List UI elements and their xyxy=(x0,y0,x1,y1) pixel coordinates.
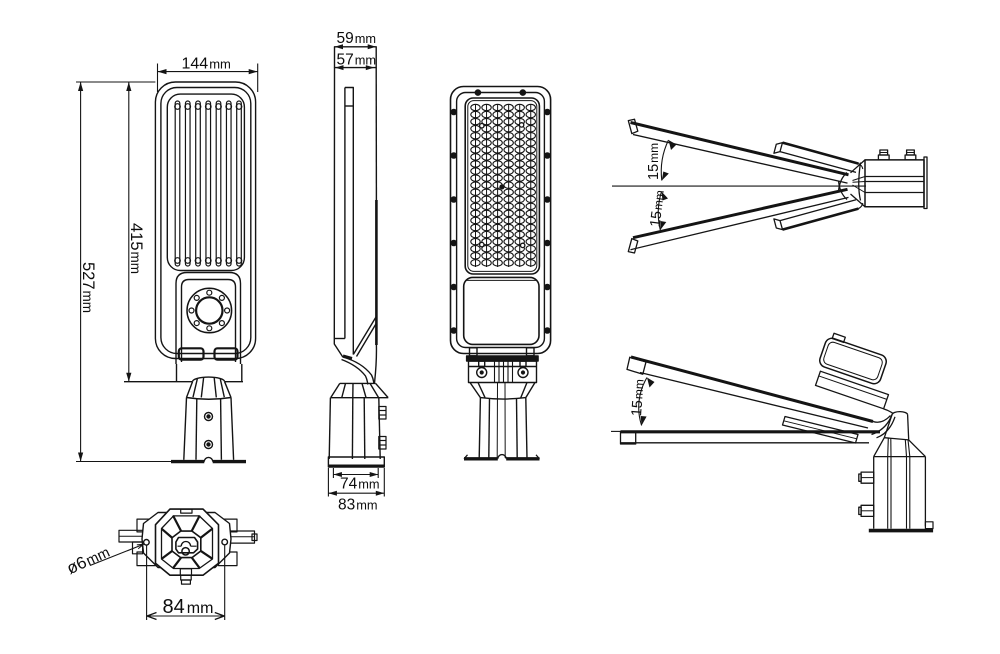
svg-text:74mm: 74mm xyxy=(340,476,380,493)
svg-text:57mm: 57mm xyxy=(337,52,377,69)
svg-text:15mm: 15mm xyxy=(648,189,668,228)
svg-text:59mm: 59mm xyxy=(337,30,377,47)
svg-text:144mm: 144mm xyxy=(182,56,231,73)
svg-text:83mm: 83mm xyxy=(338,497,378,514)
svg-text:415mm: 415mm xyxy=(127,223,145,274)
svg-text:15mm: 15mm xyxy=(646,143,662,180)
svg-text:ø6mm: ø6mm xyxy=(64,542,113,578)
svg-text:15mm: 15mm xyxy=(629,379,648,417)
svg-text:527mm: 527mm xyxy=(79,262,97,313)
